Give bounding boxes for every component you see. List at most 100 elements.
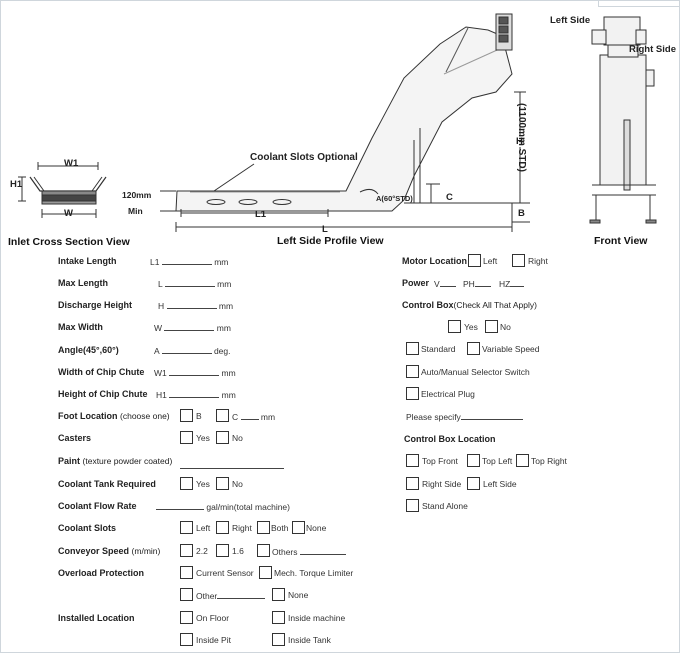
paint-label: Paint (texture powder coated) <box>58 456 172 466</box>
angle-field[interactable]: A deg. <box>154 345 231 356</box>
power-v-field[interactable]: V <box>434 278 456 289</box>
angle-field-label: Angle(45°,60°) <box>58 345 119 355</box>
top-front-checkbox[interactable] <box>406 454 419 467</box>
motor-right-label: Right <box>528 256 548 266</box>
right-side-checkbox[interactable] <box>406 477 419 490</box>
stand-alone-label: Stand Alone <box>422 501 468 511</box>
max-width-field[interactable]: W mm <box>154 322 231 333</box>
overload-other-field[interactable]: Other <box>196 590 266 601</box>
front-view-caption: Front View <box>594 235 648 247</box>
left-side-option-label: Left Side <box>483 479 517 489</box>
speed-others-field[interactable]: Others <box>272 546 346 557</box>
coolant-tank-label: Coolant Tank Required <box>58 479 156 489</box>
coolant-flow-unit: gal/min(total machine) <box>206 502 290 512</box>
chute-width-field[interactable]: W1 mm <box>154 367 236 378</box>
auto-manual-switch-label: Auto/Manual Selector Switch <box>421 367 530 377</box>
coolant-slots-left-checkbox[interactable] <box>180 521 193 534</box>
intake-length-field[interactable]: L1 mm <box>150 256 228 267</box>
discharge-height-field[interactable]: H mm <box>158 300 233 311</box>
inlet-cross-section-drawing <box>18 162 107 218</box>
front-view-drawing <box>589 16 657 224</box>
h1-dimension-label: H1 <box>10 179 23 190</box>
foot-b-label: B <box>196 411 202 421</box>
overload-other-checkbox[interactable] <box>180 588 193 601</box>
control-box-no-checkbox[interactable] <box>485 320 498 333</box>
casters-no-label: No <box>232 433 243 443</box>
conveyor-speed-label: Conveyor Speed (m/min) <box>58 546 160 556</box>
overload-torque-limiter-checkbox[interactable] <box>259 566 272 579</box>
1100mm-std-label: (1100mm STD) <box>515 103 527 172</box>
speed-others-checkbox[interactable] <box>257 544 270 557</box>
power-ph-field[interactable]: PH <box>463 278 491 289</box>
max-length-field[interactable]: L mm <box>158 278 231 289</box>
coolant-flow-field[interactable]: gal/min(total machine) <box>156 501 290 512</box>
coolant-slots-label: Coolant Slots <box>58 523 116 533</box>
standard-checkbox[interactable] <box>406 342 419 355</box>
motor-left-checkbox[interactable] <box>468 254 481 267</box>
foot-c-checkbox[interactable] <box>216 409 229 422</box>
variable-speed-checkbox[interactable] <box>467 342 480 355</box>
installed-pit-label: Inside Pit <box>196 635 231 645</box>
intake-length-unit: mm <box>214 257 229 267</box>
top-right-checkbox[interactable] <box>516 454 529 467</box>
power-hz-field[interactable]: HZ <box>499 278 525 289</box>
installed-pit-checkbox[interactable] <box>180 633 193 646</box>
max-width-unit: mm <box>216 323 231 333</box>
top-left-checkbox[interactable] <box>467 454 480 467</box>
intake-length-prefix: L1 <box>150 257 160 267</box>
casters-yes-checkbox[interactable] <box>180 431 193 444</box>
chute-height-field[interactable]: H1 mm <box>156 389 236 400</box>
chute-width-prefix: W1 <box>154 368 167 378</box>
chute-height-unit: mm <box>221 390 236 400</box>
top-right-label: Top Right <box>531 456 567 466</box>
overload-none-checkbox[interactable] <box>272 588 285 601</box>
overload-current-sensor-checkbox[interactable] <box>180 566 193 579</box>
variable-speed-label: Variable Speed <box>482 344 540 354</box>
chute-width-unit: mm <box>221 368 236 378</box>
coolant-tank-no-checkbox[interactable] <box>216 477 229 490</box>
foot-b-checkbox[interactable] <box>180 409 193 422</box>
please-specify-field[interactable]: Please specify <box>406 411 523 422</box>
coolant-tank-yes-checkbox[interactable] <box>180 477 193 490</box>
casters-label: Casters <box>58 433 92 443</box>
overload-other-label: Other <box>196 591 218 601</box>
overload-torque-limiter-label: Mech. Torque Limiter <box>274 568 354 578</box>
l-dimension-label: L <box>322 224 328 235</box>
paint-title: Paint <box>58 456 81 466</box>
paint-field[interactable] <box>180 456 284 474</box>
power-hz-label: HZ <box>499 279 511 289</box>
left-side-checkbox[interactable] <box>467 477 480 490</box>
installed-machine-checkbox[interactable] <box>272 611 285 624</box>
coolant-slots-right-checkbox[interactable] <box>216 521 229 534</box>
power-v-label: V <box>434 279 440 289</box>
coolant-tank-no-label: No <box>232 479 243 489</box>
control-box-yes-label: Yes <box>464 322 478 332</box>
installed-floor-checkbox[interactable] <box>180 611 193 624</box>
motor-right-checkbox[interactable] <box>512 254 525 267</box>
l1-dimension-label: L1 <box>255 209 267 220</box>
chute-height-label: Height of Chip Chute <box>58 389 148 399</box>
electrical-plug-checkbox[interactable] <box>406 387 419 400</box>
intake-length-label: Intake Length <box>58 256 117 266</box>
coolant-slots-none-checkbox[interactable] <box>292 521 305 534</box>
max-width-prefix: W <box>154 323 163 333</box>
coolant-slots-both-checkbox[interactable] <box>257 521 270 534</box>
w-dimension-label: W <box>64 208 73 219</box>
right-side-label: Right Side <box>629 44 676 55</box>
casters-yes-label: Yes <box>196 433 210 443</box>
casters-no-checkbox[interactable] <box>216 431 229 444</box>
control-box-yes-checkbox[interactable] <box>448 320 461 333</box>
auto-manual-switch-checkbox[interactable] <box>406 365 419 378</box>
max-length-label: Max Length <box>58 278 109 288</box>
installed-tank-checkbox[interactable] <box>272 633 285 646</box>
stand-alone-checkbox[interactable] <box>406 499 419 512</box>
discharge-height-prefix: H <box>158 301 165 311</box>
control-box-location-label: Control Box Location <box>404 434 496 444</box>
please-specify-label: Please specify <box>406 412 461 422</box>
speed-1-6-checkbox[interactable] <box>216 544 229 557</box>
c-dimension-label: C <box>446 192 453 203</box>
speed-others-label: Others <box>272 547 298 557</box>
coolant-tank-yes-label: Yes <box>196 479 210 489</box>
foot-c-field[interactable]: C mm <box>232 411 275 422</box>
speed-2-2-checkbox[interactable] <box>180 544 193 557</box>
